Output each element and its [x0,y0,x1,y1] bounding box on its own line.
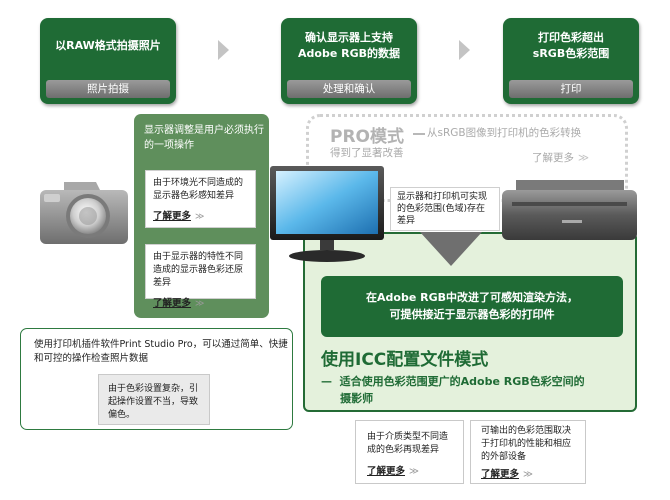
ambient-light-card: 由于环境光不同造成的显示器色彩感知差异 了解更多≫ [145,170,256,228]
more-label[interactable]: 了解更多 [481,469,520,480]
color-setting-card: 由于色彩设置复杂，引起操作设置不当，导致偏色。 [98,374,210,425]
more-label[interactable]: 了解更多 [153,298,192,309]
step-confirm-label: 处理和确认 [287,80,411,98]
printer-icon [502,180,637,240]
step-print-title: 打印色彩超出 sRGB色彩范围 [532,31,610,60]
step-print-label: 打印 [509,80,633,98]
icc-mode-banner: 在Adobe RGB中改进了可感知渲染方法， 可提供接近于显示器色彩的打印件 [321,276,623,337]
monitor-characteristics-text: 由于显示器的特性不同造成的显示器色彩还原差异 [153,252,244,288]
pro-mode-dash [413,133,425,135]
print-studio-text: 使用打印机插件软件Print Studio Pro，可以通过简单、快捷和可控的操… [34,339,288,364]
pro-mode-description: 从sRGB图像到打印机的色彩转换 [427,127,582,139]
step-capture-label: 照片拍摄 [46,80,170,98]
printer-gamut-more-link[interactable]: 了解更多≫ [481,468,575,481]
monitor-adjust-heading: 显示器调整是用户必须执行的一项操作 [144,125,264,151]
pro-mode-more-link[interactable]: 了解更多 ≫ [532,150,589,165]
double-chevron-icon: ≫ [578,152,589,164]
down-arrow-icon [420,232,482,266]
chevron-right-icon [218,40,229,60]
gamut-difference-note: 显示器和打印机可实现的色彩范围(色域)存在差异 [390,187,500,231]
double-chevron-icon: ≫ [195,299,205,309]
camera-icon [40,182,128,244]
media-type-text: 由于介质类型不同造成的色彩再现差异 [367,432,449,455]
printer-gamut-card: 可输出的色彩范围取决于打印机的性能和相应的外部设备 了解更多≫ [470,420,586,484]
more-label[interactable]: 了解更多 [153,211,192,222]
step-capture-title: 以RAW格式拍摄照片 [55,39,161,52]
ambient-light-more-link[interactable]: 了解更多≫ [153,208,248,222]
monitor-characteristics-card: 由于显示器的特性不同造成的显示器色彩还原差异 了解更多≫ [145,244,256,309]
media-type-more-link[interactable]: 了解更多≫ [367,465,452,478]
double-chevron-icon: ≫ [195,212,205,222]
ambient-light-text: 由于环境光不同造成的显示器色彩感知差异 [153,178,244,201]
icc-mode-description: — 适合使用色彩范围更广的Adobe RGB色彩空间的 摄影师 [321,375,585,405]
more-label[interactable]: 了解更多 [367,466,406,477]
monitor-characteristics-more-link[interactable]: 了解更多≫ [153,295,248,309]
double-chevron-icon: ≫ [523,469,533,480]
icc-mode-title: 使用ICC配置文件模式 [321,350,489,370]
step-capture: 以RAW格式拍摄照片 照片拍摄 [40,18,176,104]
printer-gamut-text: 可输出的色彩范围取决于打印机的性能和相应的外部设备 [481,426,572,462]
step-confirm-title: 确认显示器上支持 Adobe RGB的数据 [298,31,400,60]
pro-mode-subtitle: 得到了显著改善 [330,147,404,159]
media-type-card: 由于介质类型不同造成的色彩再现差异 了解更多≫ [355,420,464,484]
double-chevron-icon: ≫ [409,466,419,477]
pro-mode-title: PRO模式 [330,127,405,147]
step-confirm: 确认显示器上支持 Adobe RGB的数据 处理和确认 [281,18,417,104]
monitor-icon [270,166,384,262]
step-print: 打印色彩超出 sRGB色彩范围 打印 [503,18,639,104]
chevron-right-icon [459,40,470,60]
more-label[interactable]: 了解更多 [532,152,574,164]
